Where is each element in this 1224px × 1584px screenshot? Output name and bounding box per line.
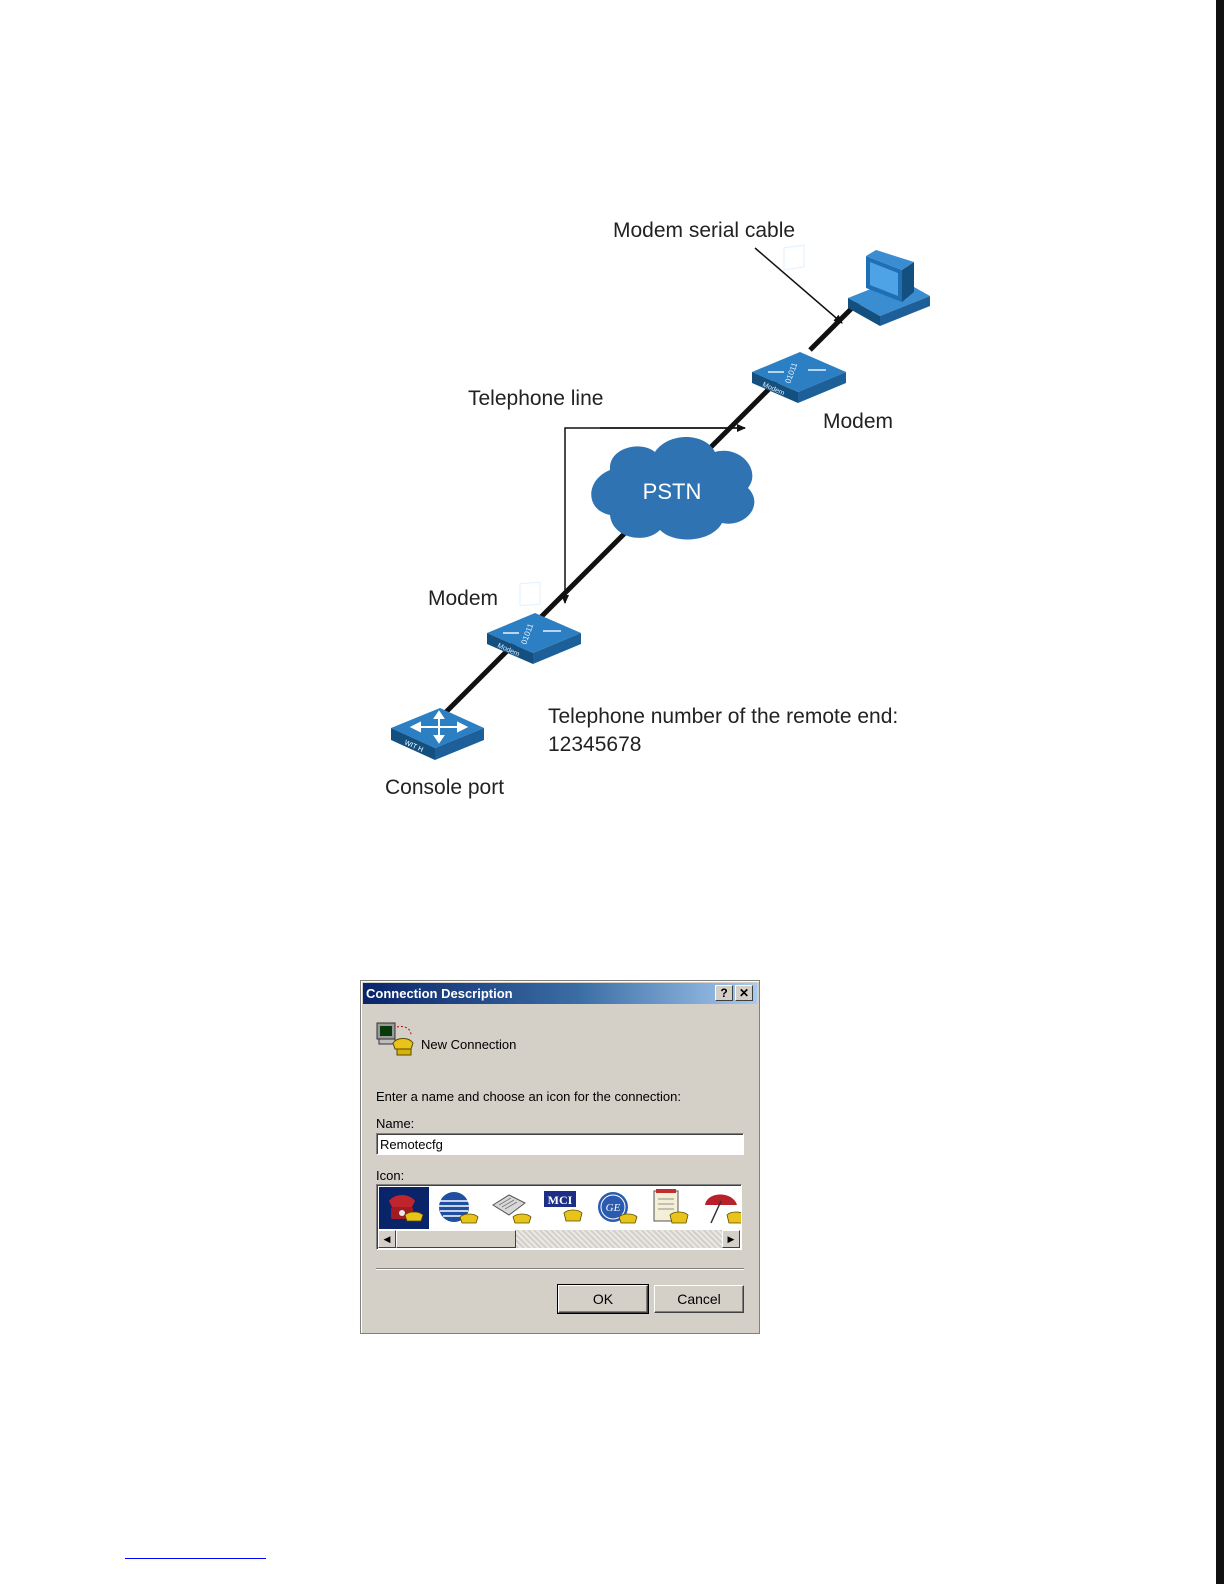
computer-icon bbox=[848, 250, 930, 326]
dialog-separator bbox=[376, 1268, 744, 1270]
name-input[interactable] bbox=[376, 1133, 744, 1155]
dialog-title: Connection Description bbox=[366, 986, 513, 1001]
icon-list[interactable]: MCI GE bbox=[376, 1184, 742, 1250]
console-port-label: Console port bbox=[385, 776, 504, 799]
scroll-left-button[interactable]: ◀ bbox=[378, 1230, 396, 1248]
icon-label: Icon: bbox=[376, 1168, 404, 1183]
phone-number: 12345678 bbox=[548, 733, 641, 756]
dialog-titlebar[interactable]: Connection Description ? ✕ bbox=[363, 983, 757, 1004]
modem-remote-icon: 01011 Modem bbox=[752, 245, 846, 403]
scroll-thumb[interactable] bbox=[396, 1230, 516, 1248]
fax-icon[interactable] bbox=[485, 1187, 535, 1229]
modem-remote-label: Modem bbox=[823, 410, 893, 433]
serial-cable-label: Modem serial cable bbox=[613, 219, 795, 242]
telephone-line-label: Telephone line bbox=[468, 387, 603, 410]
mci-icon[interactable]: MCI bbox=[538, 1187, 588, 1229]
red-phone-icon[interactable] bbox=[379, 1187, 429, 1229]
instruction-text: Enter a name and choose an icon for the … bbox=[376, 1089, 681, 1104]
cancel-button[interactable]: Cancel bbox=[654, 1285, 744, 1313]
ge-icon[interactable]: GE bbox=[591, 1187, 641, 1229]
ge-text: GE bbox=[606, 1202, 621, 1214]
pstn-cloud: PSTN bbox=[591, 437, 754, 540]
close-button[interactable]: ✕ bbox=[735, 985, 753, 1001]
name-label: Name: bbox=[376, 1116, 414, 1131]
scroll-right-button[interactable]: ▶ bbox=[722, 1230, 740, 1248]
pstn-label: PSTN bbox=[643, 479, 702, 504]
notepad-icon[interactable] bbox=[644, 1187, 694, 1229]
new-connection-icon bbox=[375, 1019, 415, 1059]
help-button[interactable]: ? bbox=[715, 985, 733, 1001]
ok-button[interactable]: OK bbox=[558, 1285, 648, 1313]
phone-number-caption: Telephone number of the remote end: bbox=[548, 705, 898, 728]
connection-line bbox=[438, 358, 800, 720]
network-diagram: PSTN 01011 Modem 01011 Modem bbox=[0, 0, 1224, 900]
footnote-rule bbox=[125, 1558, 266, 1559]
connection-name: New Connection bbox=[421, 1037, 516, 1052]
icon-list-scrollbar[interactable]: ◀ ▶ bbox=[378, 1230, 740, 1248]
umbrella-icon[interactable] bbox=[697, 1187, 742, 1229]
connection-description-dialog: Connection Description ? ✕ New Connectio… bbox=[360, 980, 760, 1334]
serial-cable-pointer bbox=[755, 248, 842, 323]
globe-icon[interactable] bbox=[432, 1187, 482, 1229]
mci-text: MCI bbox=[548, 1193, 573, 1207]
switch-icon: WIT H bbox=[391, 708, 484, 760]
modem-local-label: Modem bbox=[428, 587, 498, 610]
